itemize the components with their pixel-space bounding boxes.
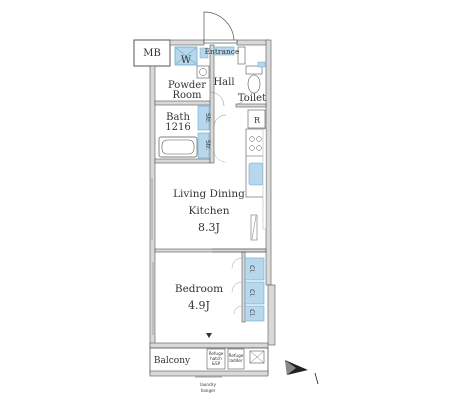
- bathtub: [158, 136, 198, 158]
- storage-closet-1: [197, 105, 210, 131]
- mb-label: MB: [143, 48, 161, 59]
- washer-label: W: [181, 55, 192, 66]
- bedroom-closet-3: [244, 305, 265, 322]
- refuge-ladder-label-2: ladder: [229, 358, 243, 363]
- powder-room-label-2: Room: [172, 90, 202, 101]
- refuge-hatch-label-3: &SP: [212, 361, 221, 366]
- powder-room-label-1: Powder: [168, 80, 206, 91]
- bedroom-closet-1: [244, 257, 265, 281]
- mb-box: [133, 39, 171, 67]
- entry-arrow: [206, 333, 212, 338]
- str-label-2: Str.: [204, 140, 211, 150]
- north-arrow-icon: [285, 360, 319, 385]
- refuge-hatch-label-1: Refuge: [209, 351, 224, 356]
- cl-label-1: Cl.: [248, 265, 255, 273]
- refuge-hatch-label-2: hatch: [210, 356, 222, 361]
- cl-label-3: Cl.: [248, 309, 255, 317]
- entrance-label: Entrance: [205, 47, 240, 56]
- bedroom-closet-2: [244, 281, 265, 305]
- ldk-label-2: Kitchen: [188, 205, 229, 217]
- balcony-label: Balcony: [154, 356, 191, 366]
- bath-label-1: Bath: [166, 112, 190, 123]
- laundry-label-2: hanger: [201, 388, 216, 393]
- balcony-area: [149, 347, 269, 378]
- shoe-cabinet: [213, 46, 235, 56]
- refuge-ladder-label-1: Refuge: [229, 353, 244, 358]
- hall-label: Hall: [213, 77, 234, 88]
- refrigerator-label: R: [254, 116, 261, 125]
- storage-closet-2: [197, 132, 210, 159]
- laundry-label-1: laundry: [200, 382, 216, 387]
- toilet-fixture: [245, 61, 266, 94]
- bedroom-label: Bedroom: [175, 283, 223, 295]
- walls: [133, 39, 276, 349]
- toilet-label: Toilet: [238, 93, 266, 104]
- powder-vanity: [196, 65, 210, 79]
- bath-label-2: 1216: [165, 122, 190, 133]
- entrance-door: [203, 11, 238, 44]
- kitchen-counter: [245, 128, 267, 198]
- bedroom-size: 4.9J: [188, 299, 210, 312]
- str-label-1: Str.: [204, 113, 211, 123]
- ldk-label-1: Living Dining: [173, 188, 245, 200]
- cl-label-2: Cl.: [248, 289, 255, 297]
- ldk-size: 8.3J: [198, 221, 220, 234]
- refrigerator: [247, 109, 266, 129]
